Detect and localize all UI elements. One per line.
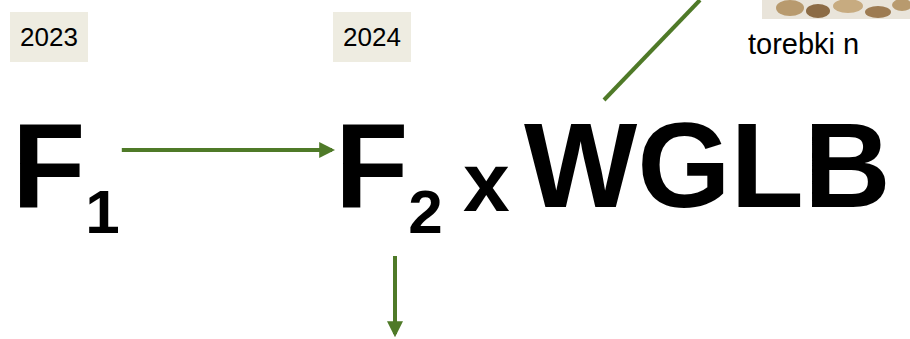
cross-sign: x [463,140,510,224]
year-box: 2024 [333,12,411,62]
generation-symbol: F2 [335,105,443,225]
parent-name: WGLB [524,105,891,225]
node-text: F [335,98,408,232]
photo-caption: torebki n [748,30,859,59]
generation-symbol: F1 [12,105,120,225]
year-box: 2023 [10,12,88,62]
seed-photo [762,0,910,19]
node-text: F [12,98,85,232]
node-text: 2024 [343,22,401,52]
arrow-connector [122,148,332,152]
subscript-number: 1 [85,177,119,246]
leader-line [604,0,700,100]
subscript-number: 2 [408,177,442,246]
down-arrow [393,256,397,334]
node-text: 2023 [20,22,78,52]
